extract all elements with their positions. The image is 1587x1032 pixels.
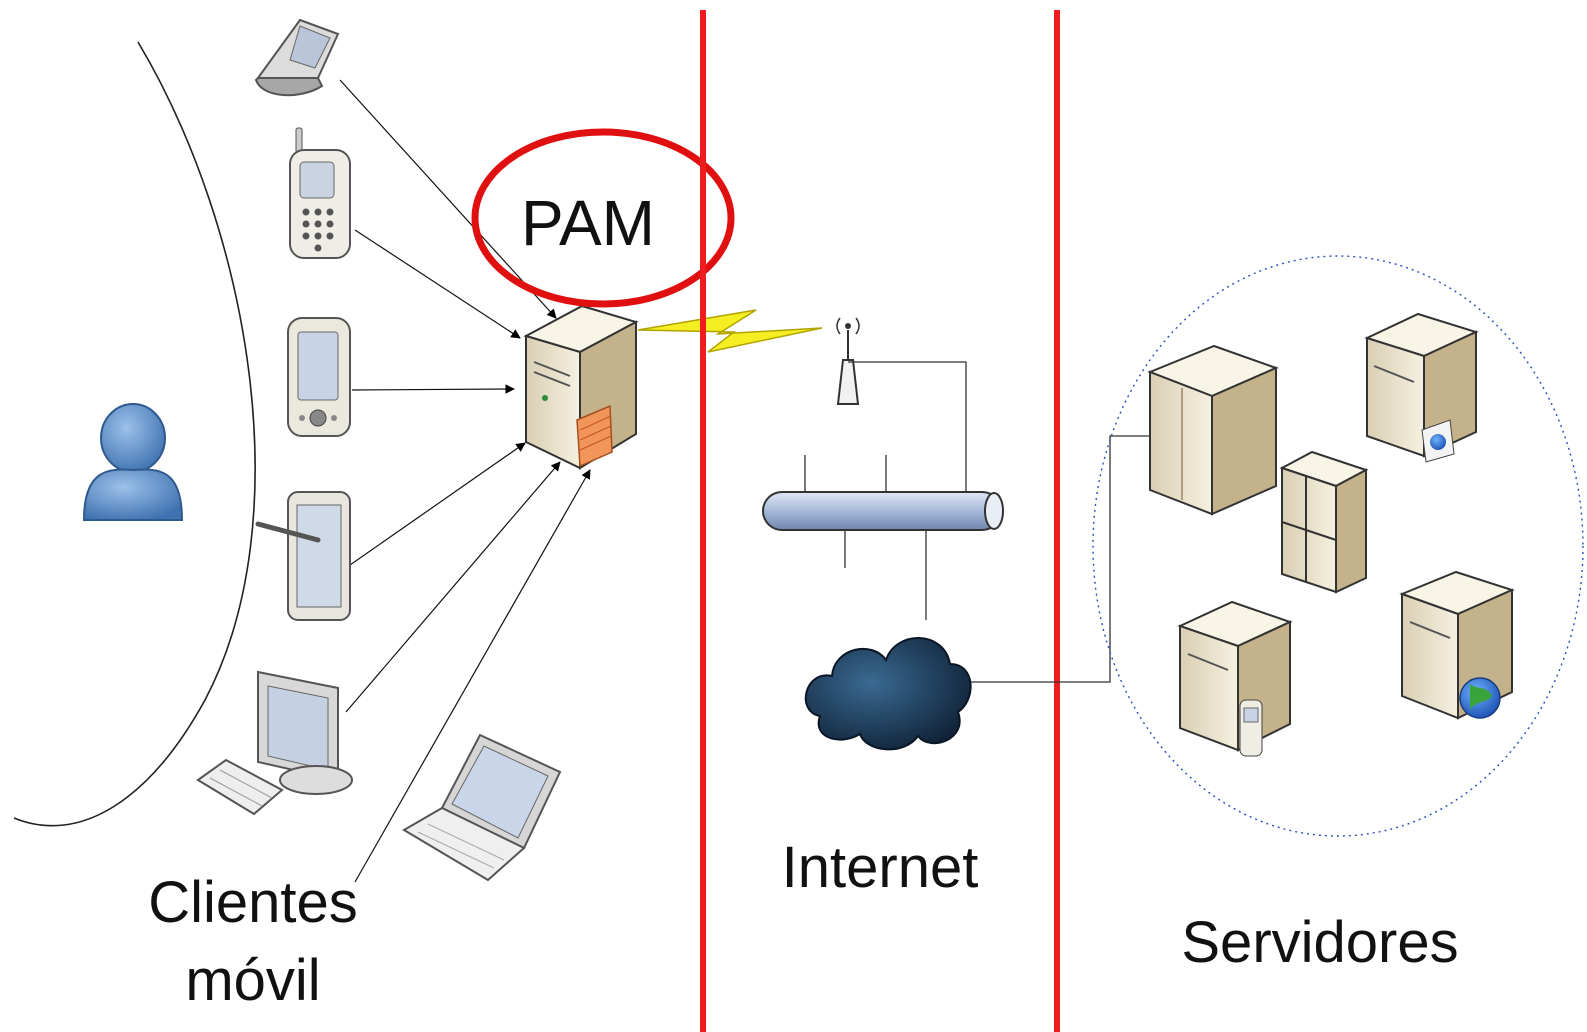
connection-flip-phone xyxy=(339,79,557,319)
antenna-icon xyxy=(836,317,860,405)
internet-label: Internet xyxy=(782,835,979,900)
pda-icon xyxy=(287,317,351,437)
server-firewall-icon xyxy=(523,304,639,470)
tablet-pen-icon xyxy=(255,491,351,621)
internet-cloud-icon xyxy=(804,637,972,751)
pam-label: PAM xyxy=(521,187,655,259)
connection-desktop xyxy=(345,461,561,713)
connection-tablet xyxy=(349,442,526,566)
connection-pda xyxy=(351,384,515,394)
server-icon xyxy=(1279,450,1369,594)
network-bus-icon xyxy=(762,491,1004,531)
clients-label-line1: Clientes xyxy=(148,870,358,935)
server-icon xyxy=(1147,344,1279,516)
clients-label-line2: móvil xyxy=(185,948,320,1013)
desktop-computer-icon xyxy=(196,670,353,816)
cell-phone-icon xyxy=(289,127,351,259)
flip-phone-icon xyxy=(254,18,340,97)
connection-cell-phone xyxy=(354,229,521,339)
servers-label: Servidores xyxy=(1181,910,1458,975)
server-icon xyxy=(1177,600,1293,757)
client-connections xyxy=(339,79,591,883)
server-icon xyxy=(1399,570,1515,720)
wireless-link-icon xyxy=(637,309,823,353)
pam-highlight-ring xyxy=(471,128,735,308)
laptop-icon xyxy=(402,733,562,882)
server-icon xyxy=(1364,312,1479,463)
client-boundary-arc xyxy=(13,41,256,827)
servers-group-outline xyxy=(1092,255,1584,837)
user-icon xyxy=(82,403,184,521)
connection-laptop xyxy=(354,469,591,883)
